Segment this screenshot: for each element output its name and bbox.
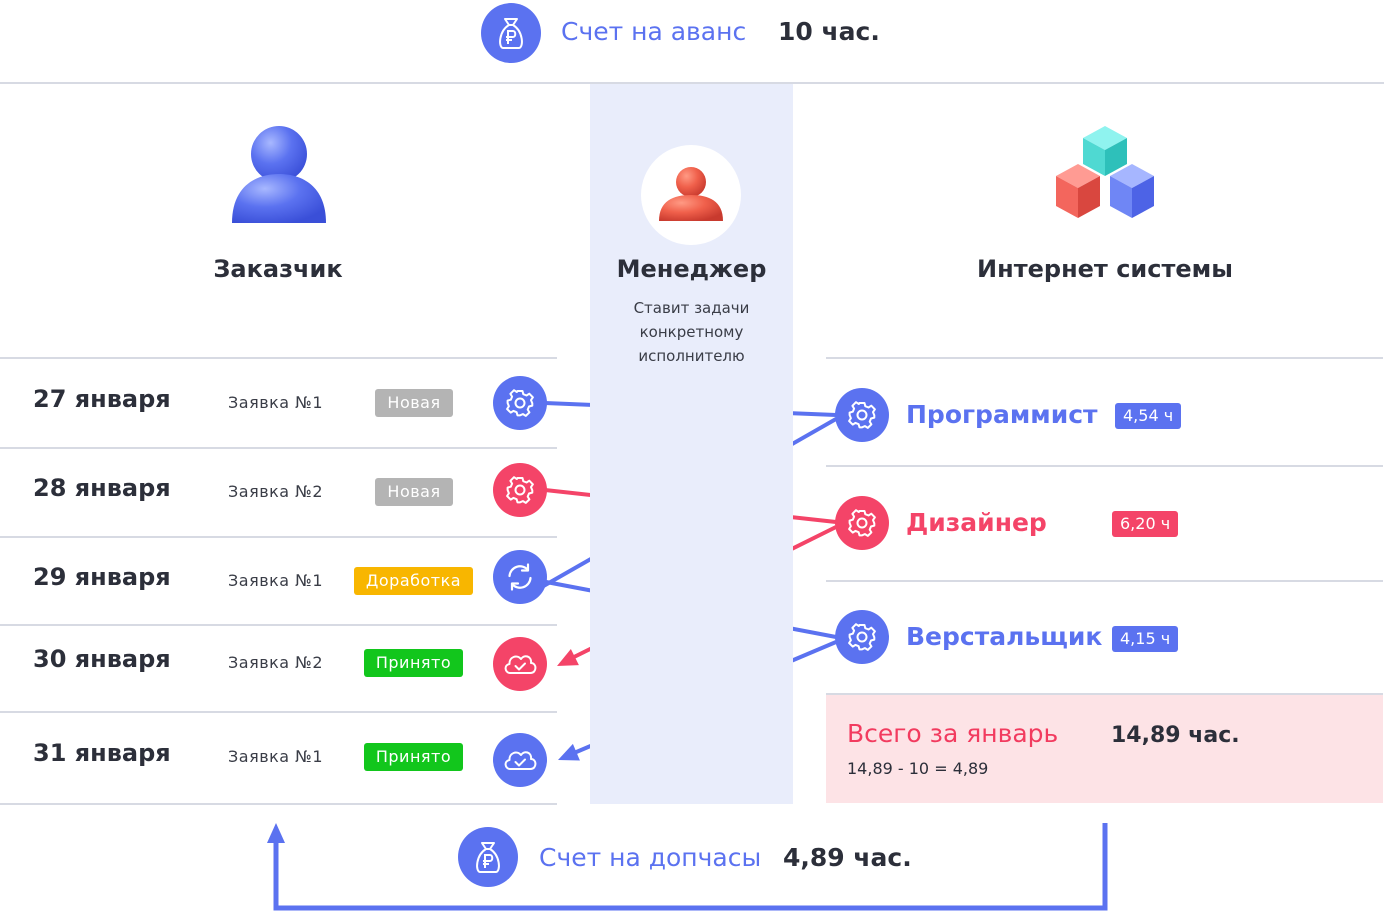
row-date: 28 января bbox=[33, 474, 171, 502]
role-name: Дизайнер bbox=[906, 508, 1047, 537]
feedback-arrowhead bbox=[267, 823, 285, 843]
client-avatar-icon bbox=[232, 126, 326, 223]
status-badge: Доработка bbox=[354, 567, 473, 595]
gear-icon bbox=[835, 496, 889, 550]
systems-column-title: Интернет системы bbox=[977, 255, 1233, 283]
client-table-divider bbox=[0, 711, 557, 713]
gear-icon bbox=[835, 388, 889, 442]
hours-badge: 6,20 ч bbox=[1112, 511, 1179, 537]
manager-description: Ставит задачи конкретному исполнителю bbox=[591, 296, 792, 368]
monthly-total-value: 14,89 час. bbox=[1111, 723, 1240, 748]
client-table-divider bbox=[0, 536, 557, 538]
client-table-divider bbox=[0, 624, 557, 626]
systems-table-divider bbox=[826, 580, 1383, 582]
row-request: Заявка №1 bbox=[228, 393, 323, 412]
row-date: 27 января bbox=[33, 385, 171, 413]
hours-badge: 4,15 ч bbox=[1112, 626, 1179, 652]
cloud-check-icon bbox=[493, 637, 547, 691]
status-badge: Принято bbox=[364, 649, 463, 677]
monthly-total-box bbox=[826, 695, 1383, 803]
status-badge: Новая bbox=[375, 478, 453, 506]
manager-person-icon bbox=[659, 167, 723, 221]
manager-description-line: исполнителю bbox=[638, 347, 745, 365]
manager-column-title: Менеджер bbox=[616, 255, 767, 283]
row-request: Заявка №1 bbox=[228, 571, 323, 590]
status-badge: Новая bbox=[375, 389, 453, 417]
extra-hours-invoice-label: Счет на допчасы bbox=[539, 843, 762, 872]
connector-arrowhead bbox=[558, 743, 580, 761]
advance-invoice-value: 10 час. bbox=[778, 17, 880, 46]
row-request: Заявка №1 bbox=[228, 747, 323, 766]
role-name: Верстальщик bbox=[906, 622, 1103, 651]
row-date: 30 января bbox=[33, 645, 171, 673]
systems-table-divider bbox=[826, 357, 1383, 359]
systems-table-divider bbox=[826, 693, 1383, 695]
monthly-total-formula: 14,89 - 10 = 4,89 bbox=[847, 759, 989, 778]
advance-invoice-label: Счет на аванс bbox=[561, 17, 747, 46]
manager-avatar bbox=[641, 145, 741, 245]
manager-description-line: Ставит задачи bbox=[633, 299, 750, 317]
client-column-title: Заказчик bbox=[213, 255, 343, 283]
row-date: 31 января bbox=[33, 739, 171, 767]
cloud-check-icon bbox=[493, 733, 547, 787]
hours-badge: 4,54 ч bbox=[1115, 403, 1182, 429]
row-date: 29 января bbox=[33, 563, 171, 591]
money-bag-icon bbox=[458, 827, 518, 887]
extra-hours-invoice-value: 4,89 час. bbox=[783, 843, 912, 872]
client-table-divider bbox=[0, 803, 557, 805]
systems-table-divider bbox=[826, 465, 1383, 467]
header-divider bbox=[0, 82, 1384, 84]
manager-description-line: конкретному bbox=[639, 323, 744, 341]
client-table-divider bbox=[0, 447, 557, 449]
status-badge: Принято bbox=[364, 743, 463, 771]
cubes-logo-icon bbox=[1056, 126, 1154, 218]
money-bag-icon bbox=[481, 3, 541, 63]
gear-icon bbox=[493, 463, 547, 517]
client-table-divider bbox=[0, 357, 557, 359]
role-name: Программист bbox=[906, 400, 1098, 429]
row-request: Заявка №2 bbox=[228, 653, 323, 672]
connector-arrowhead bbox=[557, 649, 579, 666]
row-request: Заявка №2 bbox=[228, 482, 323, 501]
refresh-icon bbox=[493, 550, 547, 604]
gear-icon bbox=[835, 610, 889, 664]
monthly-total-label: Всего за январь bbox=[847, 719, 1059, 748]
gear-icon bbox=[493, 376, 547, 430]
feedback-loop-arrow bbox=[273, 823, 1108, 911]
